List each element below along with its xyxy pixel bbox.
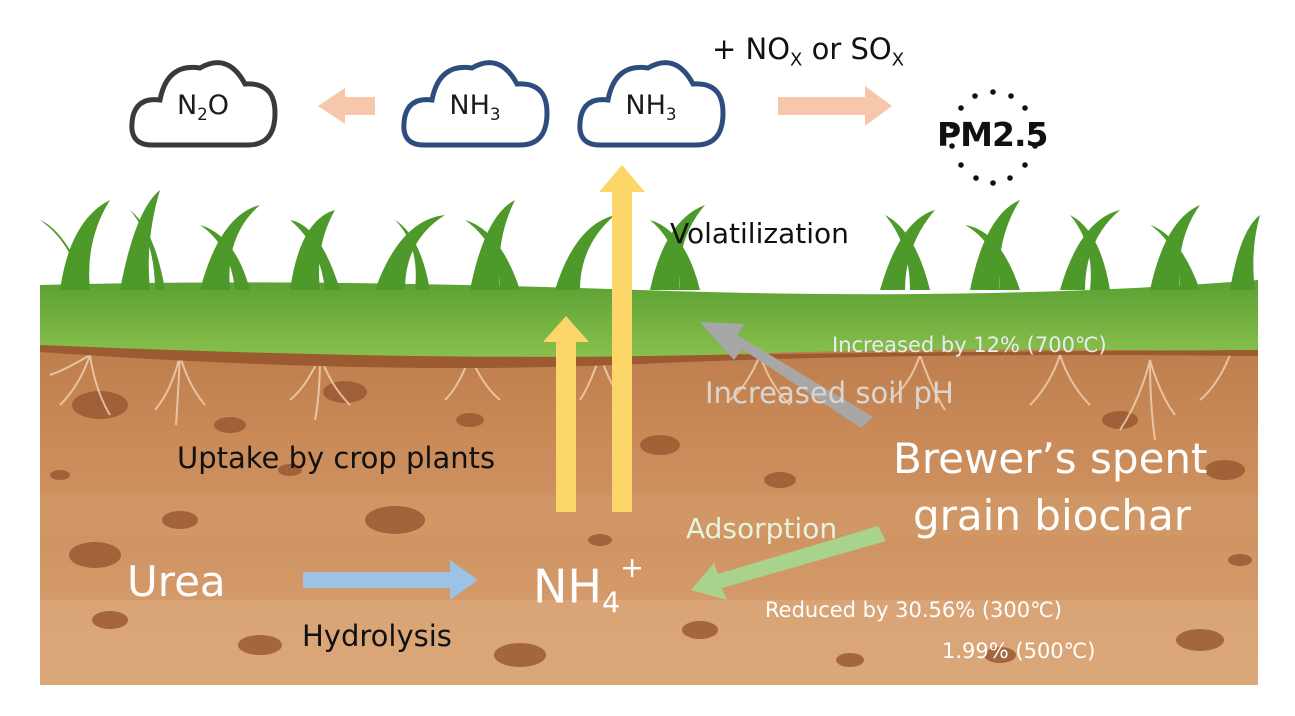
- nox-sox-label: + NOX or SOX: [712, 32, 905, 71]
- pm25-label: PM2.5: [937, 115, 1048, 154]
- arrow-to-pm25: [778, 86, 892, 126]
- pm25-dots: [949, 89, 1038, 186]
- cloud-nh3-left-outline: [401, 60, 550, 148]
- reduced-by-label-line1: Reduced by 30.56% (300℃): [765, 598, 1062, 622]
- turf-layer: [40, 280, 1258, 363]
- nh3-right-label: NH3: [625, 90, 677, 124]
- volatilization-label: Volatilization: [670, 217, 849, 250]
- arrow-adsorption: [691, 526, 886, 600]
- increased-by-label: Increased by 12% (700℃): [832, 333, 1107, 357]
- urea-label: Urea: [127, 557, 226, 606]
- uptake-label: Uptake by crop plants: [177, 441, 496, 475]
- arrow-uptake: [543, 316, 589, 512]
- cloud-nh3-right-outline: [577, 60, 726, 148]
- n2o-label: N2O: [176, 90, 230, 124]
- nh4-label: NH4+: [533, 551, 645, 620]
- arrow-volatilization: [599, 165, 645, 512]
- soil-pebbles: [50, 381, 1252, 667]
- adsorption-label: Adsorption: [686, 512, 838, 545]
- cloud-n2o-outline: [129, 60, 278, 148]
- grass-blades: [40, 190, 1260, 290]
- arrow-to-n2o: [318, 88, 375, 124]
- turf-edge: [40, 345, 1258, 368]
- nh3-left-label: NH3: [449, 90, 501, 124]
- hydrolysis-label: Hydrolysis: [302, 619, 452, 653]
- arrow-hydrolysis: [303, 560, 478, 600]
- arrow-soil-ph: [700, 322, 873, 428]
- reduced-by-label-line2: 1.99% (500℃): [942, 639, 1096, 663]
- increased-soil-ph-label: Increased soil pH: [705, 376, 954, 410]
- soil-band-mid: [40, 495, 1258, 535]
- biochar-label-line1: Brewer’s spent: [893, 434, 1208, 483]
- biochar-label-line2: grain biochar: [913, 491, 1192, 540]
